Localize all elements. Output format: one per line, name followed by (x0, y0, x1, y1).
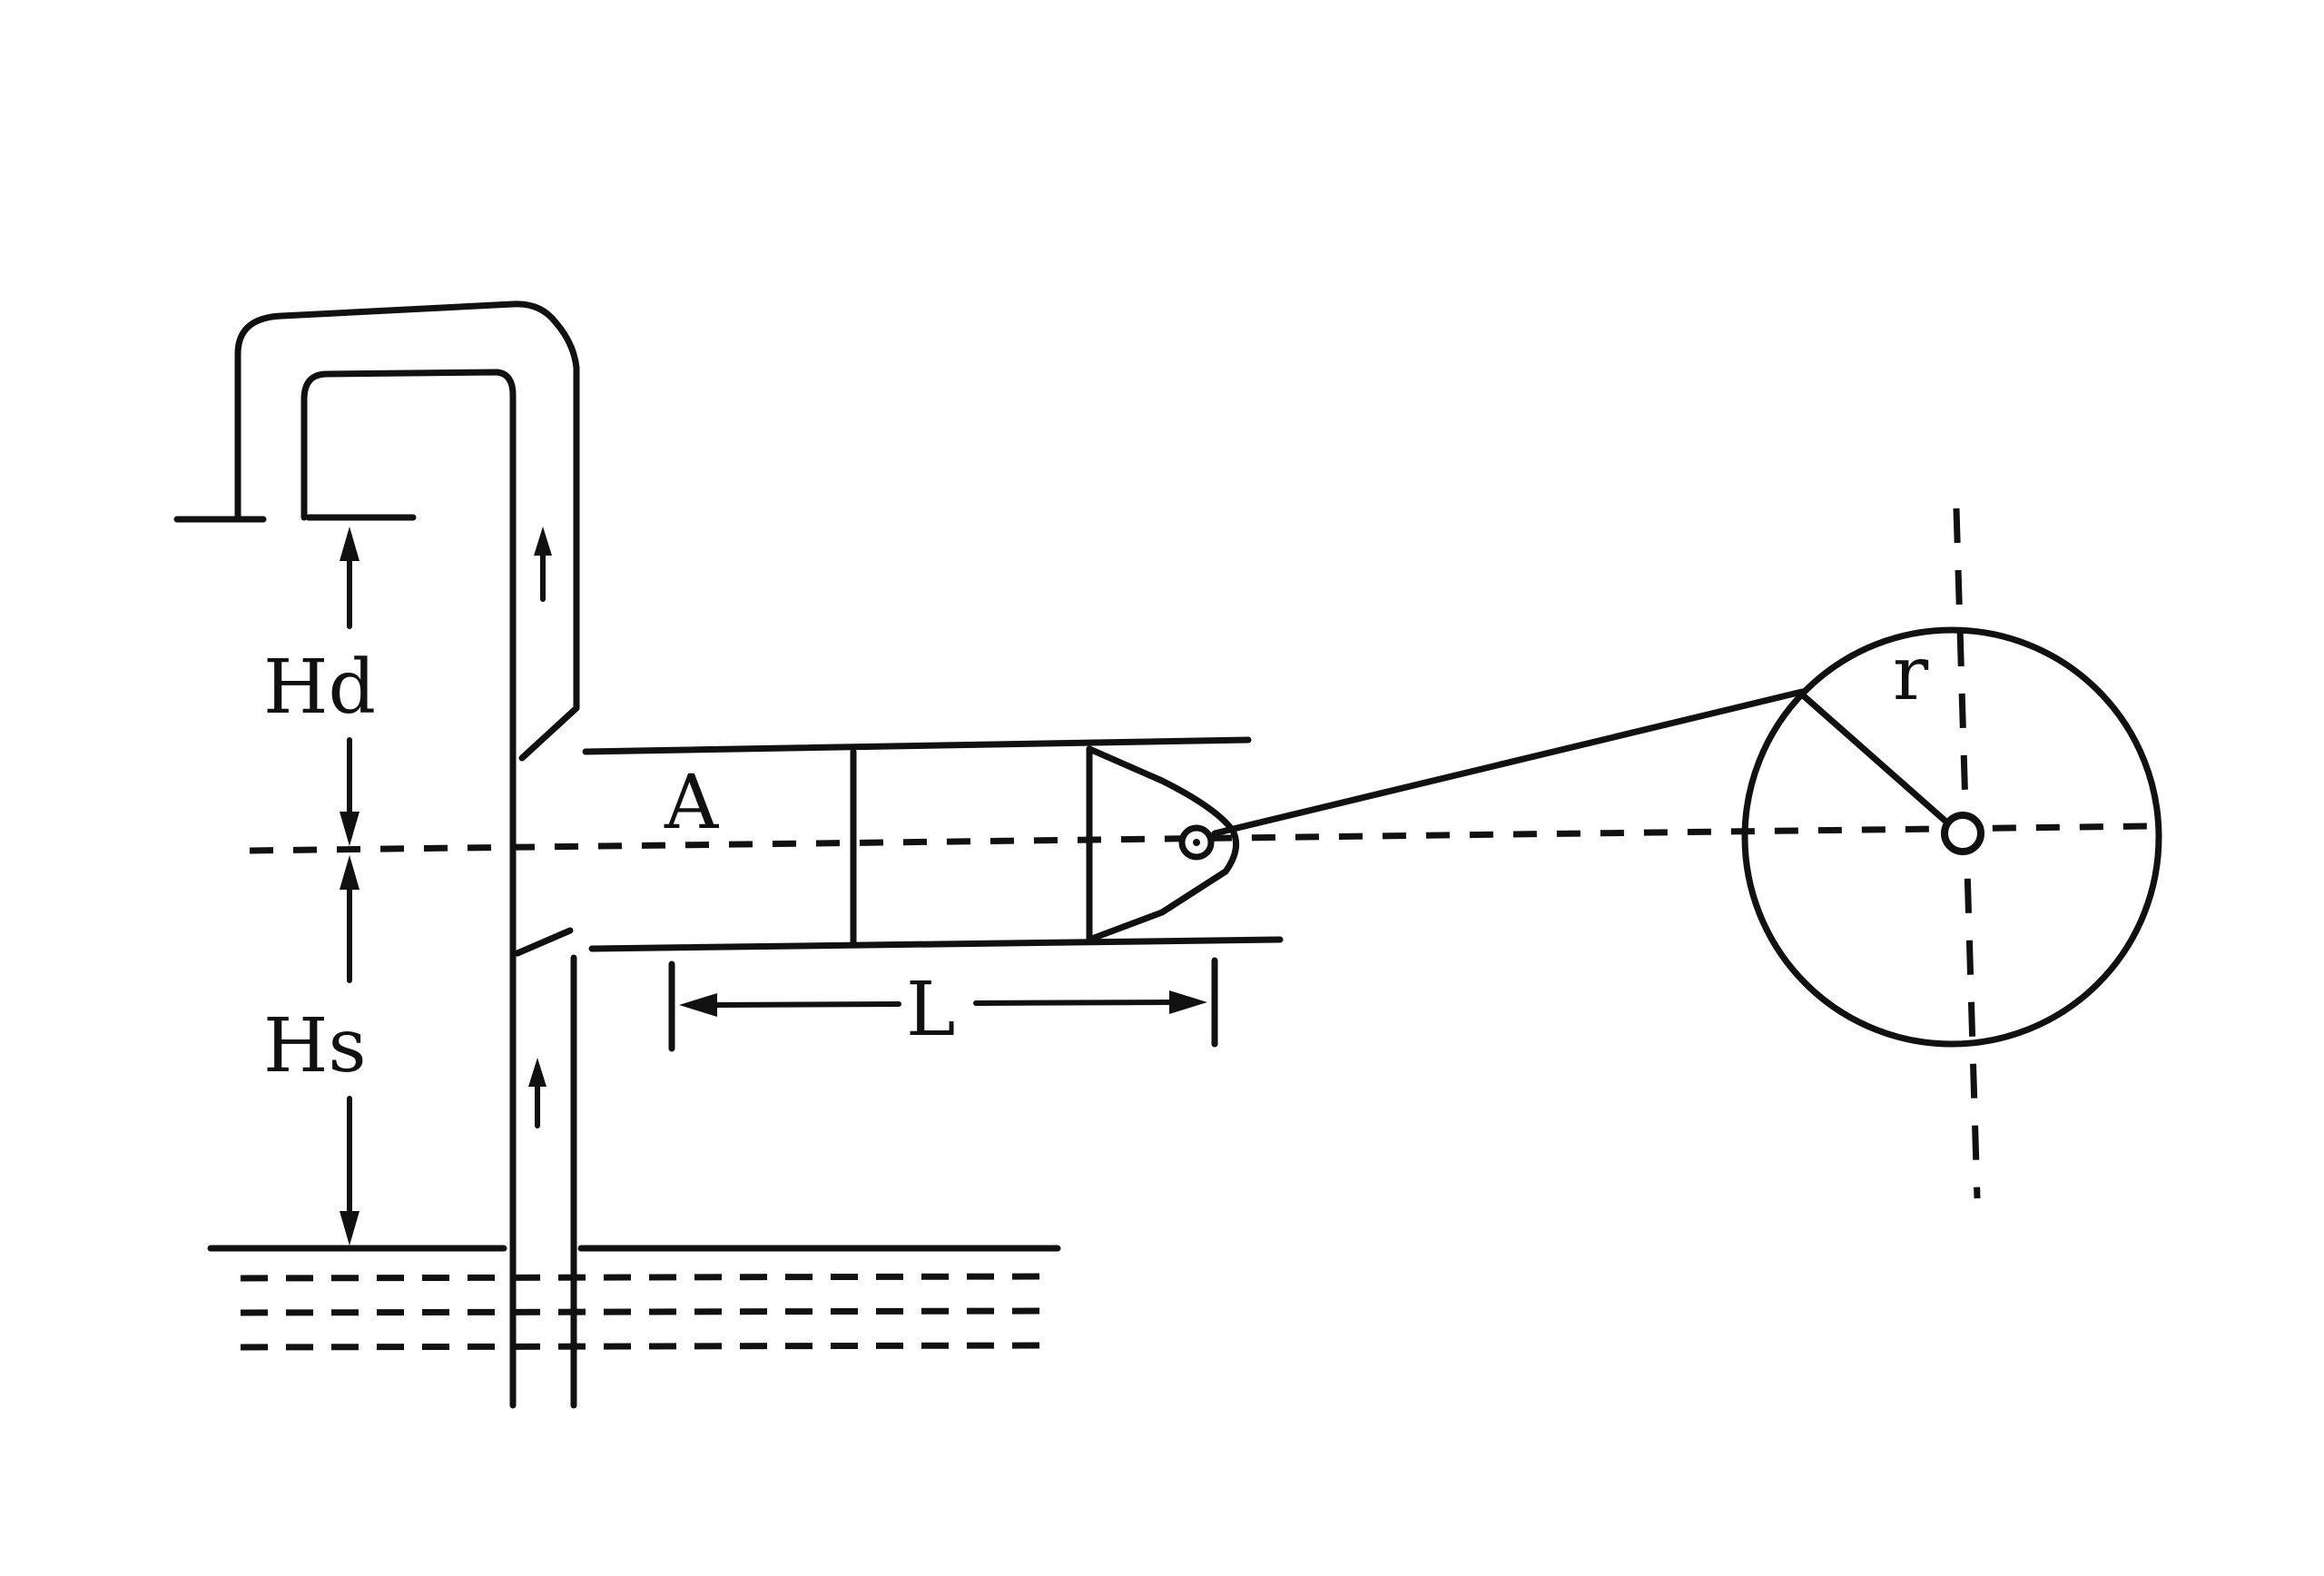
cylinder (582, 736, 1284, 952)
crank-circle (1741, 626, 2162, 1048)
stroke-length-dimension (668, 957, 1218, 1052)
stroke-length-label: L (906, 967, 955, 1053)
crank-arm (1798, 691, 1960, 834)
suction-head-dimension (340, 855, 359, 1246)
gudgeon-pin (1178, 824, 1215, 861)
suction-pipe (509, 750, 577, 1409)
suction-head-label: Hs (263, 1003, 367, 1089)
delivery-head-dimension (340, 527, 359, 846)
delivery-pipe (173, 300, 580, 762)
piston (850, 745, 1240, 948)
crank-vertical-centerline (1953, 507, 1981, 1199)
crank-radius-label: r (1893, 631, 1929, 717)
crank (1741, 507, 2162, 1199)
connecting-rod (1211, 688, 1806, 837)
suction-flow-arrow (528, 1058, 547, 1128)
pump-centerline (249, 822, 2148, 854)
sump (207, 1245, 1061, 1351)
delivery-head-label: Hd (263, 645, 376, 731)
crank-shaft (1941, 812, 1984, 855)
delivery-flow-arrow (534, 527, 552, 602)
piston-area-label: A (664, 760, 720, 846)
